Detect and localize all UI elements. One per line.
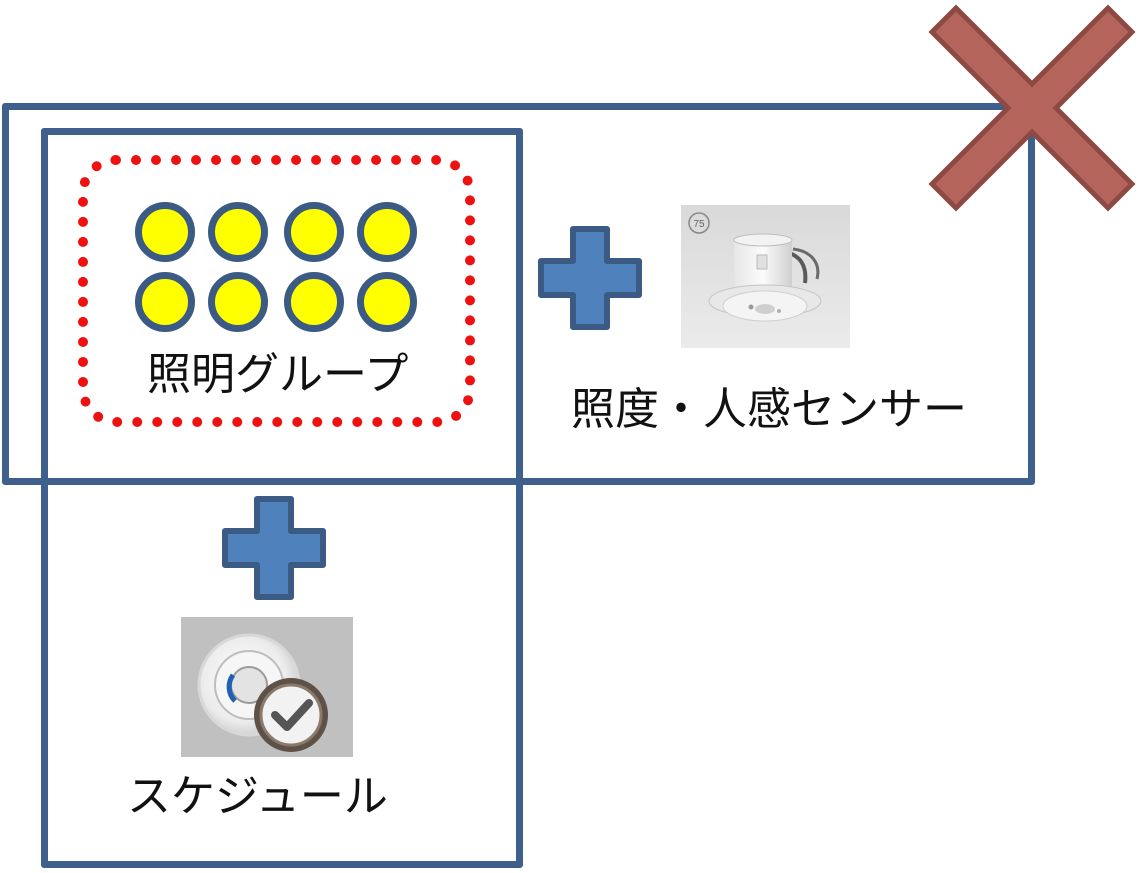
sensor-badge-text: 75 — [693, 219, 705, 230]
lamp-icon — [135, 202, 195, 262]
badge-circle — [688, 212, 710, 234]
sensor-label: 照度・人感センサー — [571, 384, 967, 435]
lighting-group-label: 照明グループ — [147, 349, 409, 400]
lighting-group-outline — [78, 155, 475, 427]
group-schedule-frame — [41, 128, 523, 868]
ceiling-sensor-image: 75 — [681, 205, 850, 348]
plus-icon — [222, 496, 326, 600]
schedule-label: スケジュール — [127, 771, 388, 822]
lamp-icon — [208, 272, 268, 332]
lamp-icon — [357, 272, 417, 332]
lamp-icon — [357, 202, 417, 262]
lamp-icon — [135, 272, 195, 332]
lamp-icon — [284, 272, 344, 332]
lamp-icon — [208, 202, 268, 262]
schedule-clock-icon — [181, 617, 353, 757]
plus-icon — [538, 226, 642, 330]
lamp-icon — [284, 202, 344, 262]
cross-icon — [928, 4, 1136, 212]
